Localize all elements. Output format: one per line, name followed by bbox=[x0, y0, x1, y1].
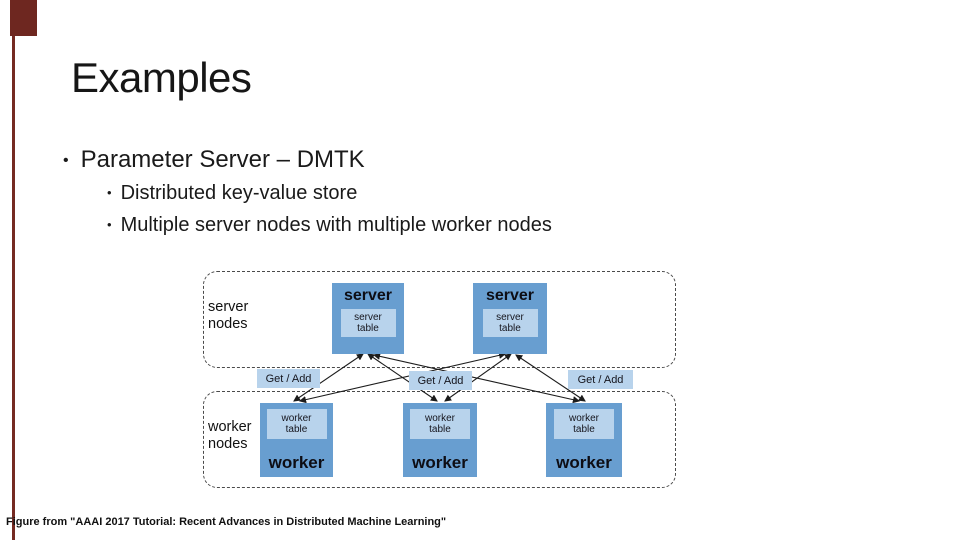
server-node-box: server server table bbox=[332, 283, 404, 354]
left-accent-line bbox=[12, 0, 15, 540]
bullet-level2-item: • Multiple server nodes with multiple wo… bbox=[107, 214, 552, 237]
server-node-title: server bbox=[343, 287, 393, 304]
worker-node-box: worker table worker bbox=[260, 403, 333, 477]
worker-table-box: worker table bbox=[266, 409, 327, 439]
server-table-box: server table bbox=[340, 309, 396, 337]
left-accent-top-block bbox=[10, 0, 37, 36]
worker-nodes-label: worker nodes bbox=[208, 419, 252, 452]
worker-table-box: worker table bbox=[554, 409, 614, 439]
figure-attribution: Figure from "AAAI 2017 Tutorial: Recent … bbox=[6, 516, 447, 528]
bullet-level2-text: Distributed key-value store bbox=[120, 182, 358, 204]
get-add-label-box: Get / Add bbox=[257, 369, 320, 388]
worker-table-box: worker table bbox=[410, 409, 470, 439]
server-nodes-label: server nodes bbox=[208, 299, 249, 332]
bullet-dot: • bbox=[63, 152, 69, 169]
worker-node-title: worker bbox=[556, 453, 612, 472]
slide-title: Examples bbox=[71, 54, 252, 101]
bullet-level1-text: Parameter Server – DMTK bbox=[80, 146, 365, 173]
worker-node-title: worker bbox=[412, 453, 468, 472]
get-add-label-box: Get / Add bbox=[409, 371, 472, 390]
bullet-level2-text: Multiple server nodes with multiple work… bbox=[120, 214, 552, 236]
server-node-title: server bbox=[485, 287, 535, 304]
bullet-dot: • bbox=[107, 185, 112, 200]
get-add-label-box: Get / Add bbox=[568, 370, 633, 389]
worker-node-title: worker bbox=[268, 453, 325, 472]
bullet-level2-item: • Distributed key-value store bbox=[107, 182, 357, 205]
server-node-box: server server table bbox=[473, 283, 547, 354]
bullet-level1: • Parameter Server – DMTK bbox=[63, 146, 365, 174]
worker-node-box: worker table worker bbox=[546, 403, 622, 477]
worker-node-box: worker table worker bbox=[403, 403, 477, 477]
server-table-box: server table bbox=[482, 309, 538, 337]
bullet-dot: • bbox=[107, 217, 112, 232]
server-worker-arrows bbox=[293, 351, 586, 404]
